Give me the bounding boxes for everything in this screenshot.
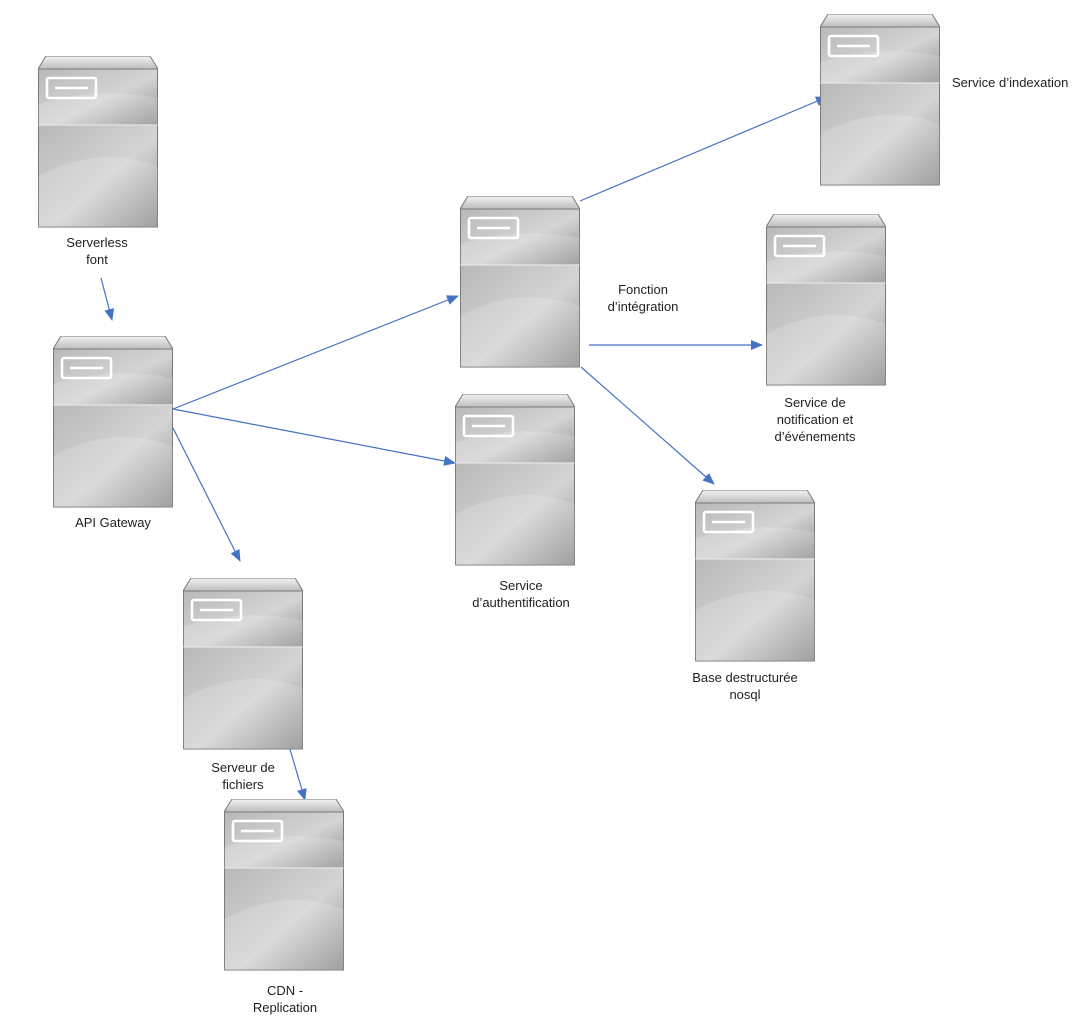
node-service-notification [766,214,886,386]
server-icon [455,394,575,566]
node-serveur-fichiers [183,578,303,750]
edge-fonction-integration-to-base-nosql [580,366,715,485]
label-serverless-font: Serverless font [66,235,128,267]
server-icon [224,799,344,971]
node-cdn-replication [224,799,344,971]
node-service-indexation [820,14,940,186]
label-fonction-integration: Fonction d’intégration [607,282,679,314]
label-base-nosql: Base destructurée nosql [692,670,798,702]
label-service-indexation: Service d’indexation [952,75,1069,90]
edge-api-gateway-to-service-auth [172,408,456,466]
node-serverless-font [38,56,158,228]
server-icon [766,214,886,386]
edge-serverless-font-to-api-gateway [100,277,115,321]
server-icon [38,56,158,228]
server-icon [695,490,815,662]
server-icon [820,14,940,186]
edge-fonction-integration-to-service-indexation [579,96,828,202]
server-icon [53,336,173,508]
server-icon [460,196,580,368]
label-service-auth: Service d’authentification [472,578,570,610]
edge-api-gateway-to-fonction-integration [172,295,459,410]
label-service-notification: Service de notification et d’événements [774,395,856,444]
node-api-gateway [53,336,173,508]
node-base-nosql [695,490,815,662]
node-service-auth [455,394,575,566]
server-icon [183,578,303,750]
node-fonction-integration [460,196,580,368]
label-serveur-fichiers: Serveur de fichiers [211,760,275,792]
edge-serveur-fichiers-to-cdn-replication [288,745,307,801]
label-api-gateway: API Gateway [75,515,151,530]
edge-api-gateway-to-serveur-fichiers [172,427,241,562]
label-cdn-replication: CDN - Replication [252,983,318,1015]
